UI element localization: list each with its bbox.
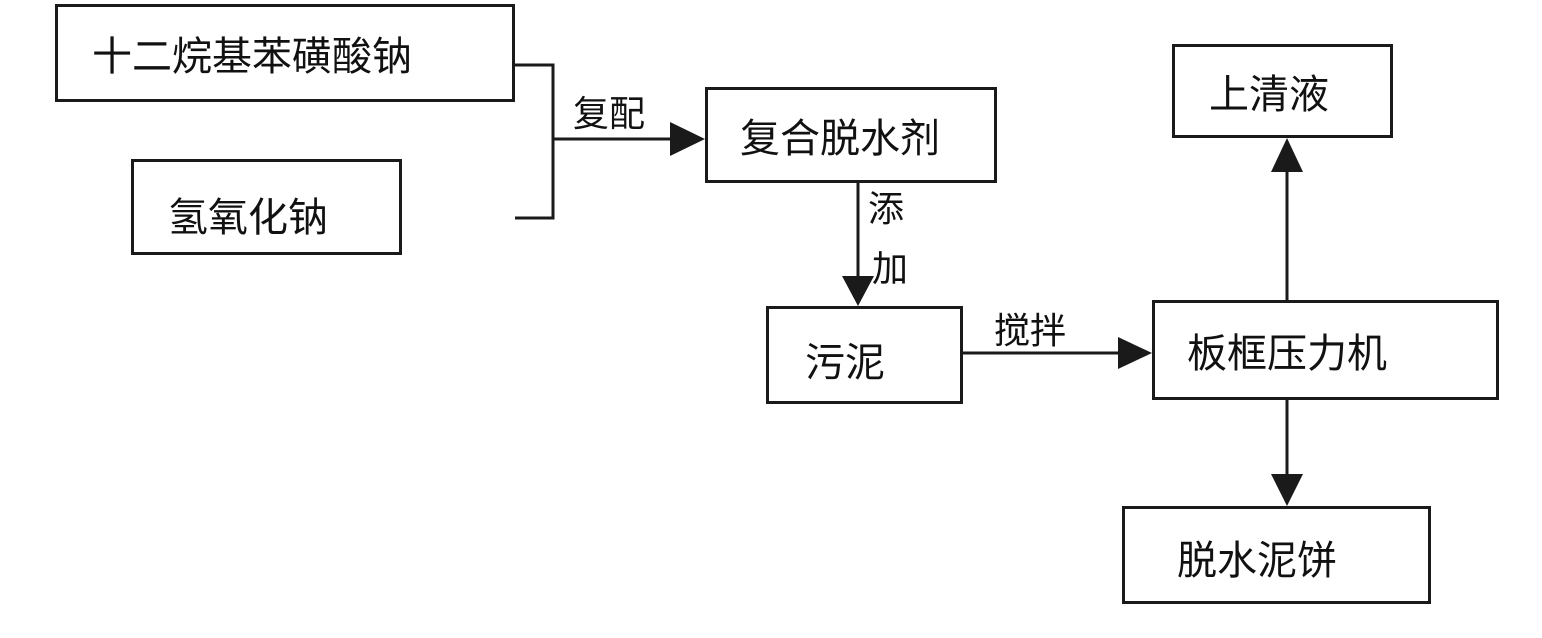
node-cake: 脱水泥饼: [1122, 506, 1431, 604]
node-filter-press: 板框压力机: [1152, 300, 1499, 400]
node-naoh: 氢氧化钠: [131, 159, 402, 255]
edge-label-add-top: 添: [868, 189, 905, 230]
arrow-add: [842, 183, 874, 306]
arrow-stir: [963, 337, 1152, 369]
node-sludge: 污泥: [766, 306, 963, 404]
node-dewater-agent: 复合脱水剂: [705, 87, 997, 183]
node-sludge-label: 污泥: [805, 340, 885, 386]
node-supernatant: 上清液: [1172, 44, 1393, 138]
arrow-to-supernatant: [1271, 138, 1303, 300]
edge-label-compound: 复配: [573, 94, 646, 135]
node-cake-label: 脱水泥饼: [1177, 538, 1337, 584]
edge-label-stir: 搅拌: [994, 311, 1067, 352]
arrow-compound: [553, 122, 705, 156]
node-naoh-label: 氢氧化钠: [168, 195, 328, 241]
edge-label-add-bottom: 加: [872, 249, 909, 290]
node-surfactant: 十二烷基苯磺酸钠: [55, 4, 515, 102]
arrow-to-cake: [1271, 400, 1303, 506]
node-filter-press-label: 板框压力机: [1187, 331, 1387, 377]
node-dewater-agent-label: 复合脱水剂: [740, 116, 940, 162]
merge-bracket: [515, 63, 555, 220]
node-supernatant-label: 上清液: [1209, 72, 1329, 118]
node-surfactant-label: 十二烷基苯磺酸钠: [92, 34, 412, 80]
